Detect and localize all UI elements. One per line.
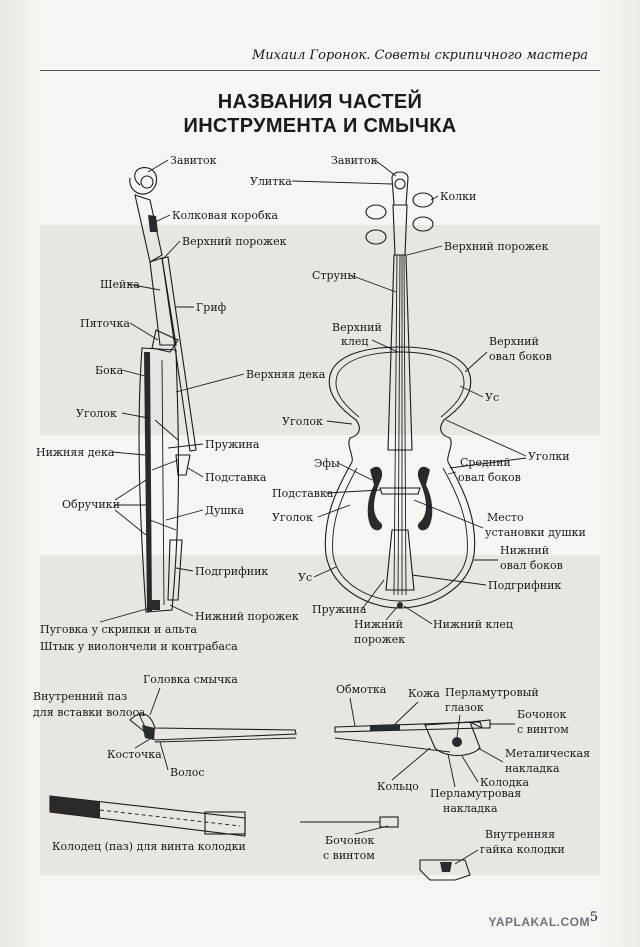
label-front-ulitka: Улитка [250, 175, 292, 188]
label-front-klets-2: клец [341, 335, 368, 348]
label-front-nizhniy-oval-1: Нижний [500, 544, 549, 557]
label-front-mesto-2: установки душки [485, 526, 586, 539]
label-side-dushka: Душка [205, 504, 245, 517]
label-bow-perl-nakl-2: накладка [443, 802, 498, 815]
label-side-verhniy-porozhek: Верхний порожек [182, 235, 287, 248]
label-bow-perl-nakl-1: Перламутровая [430, 787, 521, 800]
label-front-podgrifnik: Подгрифник [488, 579, 561, 592]
violin-front-view [324, 171, 476, 609]
page-number: 5 [589, 910, 598, 925]
label-bow-metall-1: Металическая [505, 747, 590, 760]
label-side-shtyk: Штык у виолончели и контрабаса [40, 640, 238, 653]
label-side-ugolok: Уголок [76, 407, 117, 420]
label-front-verhniy-oval-1: Верхний [489, 335, 539, 348]
label-bow-kostochka: Косточка [107, 748, 162, 761]
label-front-sredniy-oval-2: овал боков [458, 471, 521, 484]
label-front-kolki: Колки [440, 190, 476, 203]
bow-head-drawing [129, 713, 297, 743]
violin-side-view [129, 167, 197, 613]
label-front-nizhniy-porozhek-1: Нижний [354, 618, 403, 631]
label-front-nizhniy-klets: Нижний клец [433, 618, 513, 631]
label-bow-gayka-1: Внутренняя [485, 828, 555, 841]
label-bow-obmotka: Обмотка [336, 683, 387, 696]
side-view-labels: Завиток Колковая коробка Верхний порожек… [36, 154, 326, 653]
label-front-us-top: Ус [485, 391, 499, 404]
page-title: НАЗВАНИЯ ЧАСТЕЙ ИНСТРУМЕНТА И СМЫЧКА [0, 90, 640, 138]
label-front-us-bottom: Ус [298, 571, 312, 584]
label-front-ugolok-top: Уголок [282, 415, 323, 428]
label-bow-bochonok2-1: Бочонок [325, 834, 375, 847]
label-front-struny: Струны [312, 269, 356, 282]
label-side-podgrifnik: Подгрифник [195, 565, 268, 578]
label-side-pugovka: Пуговка у скрипки и альта [40, 623, 197, 636]
label-side-pruzhina: Пружина [205, 438, 260, 451]
label-side-kolkovaya: Колковая коробка [172, 209, 278, 222]
label-bow-paz-2: для вставки волоса [33, 706, 146, 719]
frog-cutaway-drawing [49, 795, 246, 837]
title-line-1: НАЗВАНИЯ ЧАСТЕЙ [217, 91, 423, 113]
label-bow-bochonok-1: Бочонок [517, 708, 567, 721]
label-front-sredniy-oval-1: Средний [460, 456, 511, 469]
label-bow-kolodets: Колодец (паз) для винта колодки [52, 840, 246, 853]
running-header: Михаил Горонок. Советы скрипичного масте… [251, 48, 588, 63]
label-front-podstavka: Подставка [272, 487, 334, 500]
label-side-grif: Гриф [196, 301, 227, 314]
label-bow-koltso: Кольцо [377, 780, 419, 793]
label-side-zavitok: Завиток [170, 154, 217, 167]
bow-frog-drawing [334, 719, 491, 757]
header-rule [40, 70, 600, 71]
label-bow-glazok-1: Перламутровый [445, 686, 539, 699]
label-bow-bochonok2-2: с винтом [323, 849, 375, 862]
label-bow-metall-2: накладка [505, 762, 560, 775]
label-front-verhniy-porozhek: Верхний порожек [444, 240, 549, 253]
label-side-nizhnyaya-deka: Нижняя дека [36, 446, 115, 459]
front-view-labels: Завиток Улитка Колки Верхний порожек Стр… [250, 154, 586, 646]
label-side-nizhniy-porozhek: Нижний порожек [195, 610, 299, 623]
label-front-efy: Эфы [314, 457, 340, 470]
label-front-ugolok-bottom: Уголок [272, 511, 313, 524]
label-bow-kolodka: Колодка [480, 776, 529, 789]
label-front-verhniy-oval-2: овал боков [489, 350, 552, 363]
label-side-pyatochka: Пяточка [80, 317, 130, 330]
label-front-pruzhina: Пружина [312, 603, 367, 616]
label-side-sheyka: Шейка [100, 278, 140, 291]
bow-head-labels: Головка смычка Внутренний паз для вставк… [33, 673, 238, 779]
label-side-verhnyaya-deka: Верхняя дека [246, 368, 326, 381]
bow-screw-drawing [300, 816, 399, 828]
label-bow-glazok-2: глазок [445, 701, 484, 714]
label-front-mesto-1: Место [487, 511, 524, 524]
label-side-obruchiki: Обручики [62, 498, 120, 511]
site-watermark: YAPLAKAL.COM [488, 915, 590, 929]
label-bow-volos: Волос [170, 766, 204, 779]
label-side-boka: Бока [95, 364, 124, 377]
label-bow-kozha: Кожа [408, 687, 440, 700]
label-bow-paz-1: Внутренний паз [33, 690, 127, 703]
label-front-ugolki: Уголки [528, 450, 570, 463]
label-front-klets-1: Верхний [332, 321, 382, 334]
label-front-nizhniy-oval-2: овал боков [500, 559, 563, 572]
frog-inner-nut-drawing [419, 859, 471, 881]
label-front-zavitok: Завиток [331, 154, 378, 167]
label-bow-golovka: Головка смычка [143, 673, 238, 686]
title-line-2: ИНСТРУМЕНТА И СМЫЧКА [183, 115, 457, 137]
label-bow-bochonok-2: с винтом [517, 723, 569, 736]
label-front-nizhniy-porozhek-2: порожек [354, 633, 405, 646]
label-bow-gayka-2: гайка колодки [480, 843, 565, 856]
bow-frog-labels: Обмотка Кожа Перламутровый глазок Бочоно… [323, 683, 590, 865]
label-side-podstavka: Подставка [205, 471, 267, 484]
